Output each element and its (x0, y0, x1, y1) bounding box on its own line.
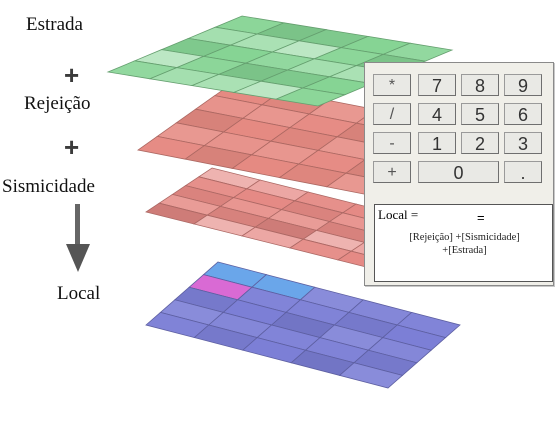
calc-key[interactable]: - (373, 132, 411, 154)
calc-key[interactable]: 8 (461, 74, 499, 96)
grid-cell (338, 362, 404, 389)
calc-key[interactable]: + (373, 161, 411, 183)
display-label: Local = (378, 207, 419, 222)
plus-sign-1: + (64, 60, 80, 90)
formula-line-1: [Rejeição] +[Sismicidade] (409, 232, 520, 243)
layer-local-grid (145, 261, 461, 389)
grid-cell (274, 87, 347, 107)
calc-key[interactable]: 5 (461, 103, 499, 125)
label-rejeicao: Rejeição (24, 93, 91, 114)
expression-display[interactable]: Local = = [Rejeição] +[Sismicidade] +[Es… (374, 204, 553, 282)
label-estrada: Estrada (26, 14, 83, 35)
calc-key[interactable]: * (373, 74, 411, 96)
calc-key[interactable]: 1 (418, 132, 456, 154)
label-local: Local (57, 283, 101, 304)
calc-key[interactable]: 2 (461, 132, 499, 154)
expression-formula: [Rejeição] +[Sismicidade] +[Estrada] (375, 231, 554, 257)
down-arrow-icon (66, 204, 90, 272)
calc-key[interactable]: 0 (418, 161, 499, 183)
formula-line-2: +[Estrada] (442, 245, 487, 256)
display-equals: = (477, 210, 485, 225)
label-sismicidade: Sismicidade (2, 176, 95, 197)
layer-estrada-grid (106, 15, 454, 107)
calc-key[interactable]: 4 (418, 103, 456, 125)
calc-key[interactable]: 6 (504, 103, 542, 125)
calc-key[interactable]: 9 (504, 74, 542, 96)
plus-sign-2: + (64, 132, 80, 162)
calc-key[interactable]: / (373, 103, 411, 125)
calc-key[interactable]: 3 (504, 132, 542, 154)
calc-key[interactable]: . (504, 161, 542, 183)
calc-key[interactable]: 7 (418, 74, 456, 96)
